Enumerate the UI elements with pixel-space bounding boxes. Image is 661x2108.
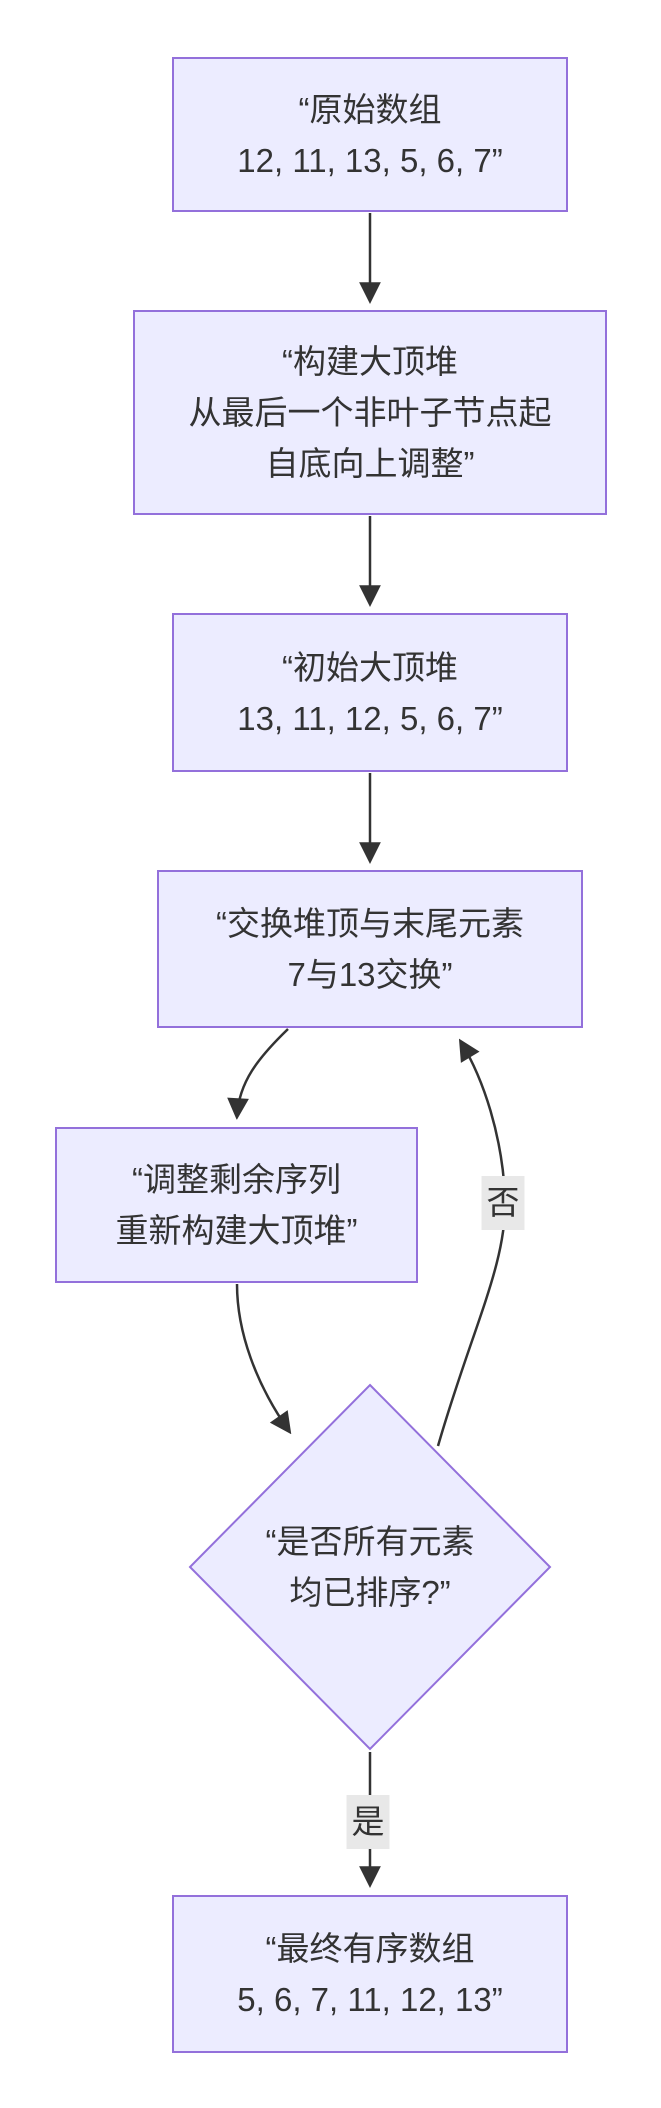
node-original-array: “原始数组 12, 11, 13, 5, 6, 7” bbox=[172, 57, 568, 212]
edge-decision-no-loop bbox=[436, 1042, 507, 1447]
node-line: “原始数组 bbox=[298, 90, 442, 128]
node-build-max-heap: “构建大顶堆 从最后一个非叶子节点起 自底向上调整” bbox=[133, 310, 607, 515]
edge-label-yes: 是 bbox=[346, 1795, 390, 1849]
node-line: 自底向上调整” bbox=[265, 445, 475, 482]
edge-label-no: 否 bbox=[481, 1176, 525, 1230]
node-final-sorted-array: “最终有序数组 5, 6, 7, 11, 12, 13” bbox=[172, 1895, 568, 2053]
node-swap-top-tail: “交换堆顶与末尾元素 7与13交换” bbox=[157, 870, 583, 1028]
decision-all-sorted: “是否所有元素 均已排序?” bbox=[208, 1477, 532, 1657]
node-line: “构建大顶堆 bbox=[282, 343, 458, 380]
node-adjust-remaining: “调整剩余序列 重新构建大顶堆” bbox=[55, 1127, 418, 1283]
edge-adjust-to-decision bbox=[235, 1283, 289, 1431]
node-line: 重新构建大顶堆” bbox=[115, 1212, 358, 1249]
node-line: “交换堆顶与末尾元素 bbox=[216, 905, 524, 942]
node-line: “最终有序数组 bbox=[265, 1930, 475, 1967]
node-line: 7与13交换” bbox=[287, 956, 453, 993]
node-line: 13, 11, 12, 5, 6, 7” bbox=[237, 699, 503, 737]
node-line: 从最后一个非叶子节点起 bbox=[188, 394, 552, 431]
node-line: “初始大顶堆 bbox=[282, 648, 458, 686]
node-line: “调整剩余序列 bbox=[132, 1161, 341, 1198]
node-line: 均已排序?” bbox=[289, 1574, 451, 1611]
decision-all-sorted-shape bbox=[188, 1383, 552, 1751]
node-initial-max-heap: “初始大顶堆 13, 11, 12, 5, 6, 7” bbox=[172, 613, 568, 772]
edge-swap-to-adjust bbox=[237, 1028, 289, 1116]
node-line: 5, 6, 7, 11, 12, 13” bbox=[237, 1981, 503, 2018]
node-line: 12, 11, 13, 5, 6, 7” bbox=[237, 141, 503, 179]
node-line: “是否所有元素 bbox=[265, 1523, 475, 1560]
